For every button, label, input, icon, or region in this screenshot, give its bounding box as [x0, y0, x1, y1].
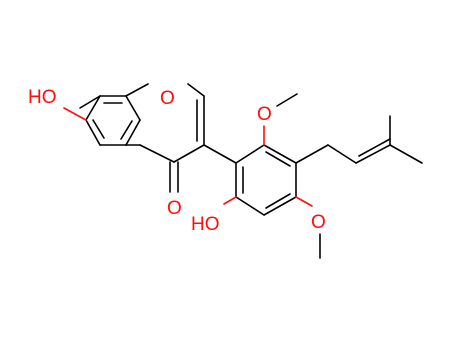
hydroxyl-left-label: HO: [28, 87, 57, 108]
bond-to-hydroxyl: [63, 107, 87, 121]
bond: [85, 95, 101, 121]
pyranone-ring: [125, 83, 205, 163]
bond: [173, 144, 205, 163]
double-bond: [265, 193, 291, 209]
benzo-ring: [79, 95, 141, 146]
bond: [235, 144, 265, 164]
bond-to-hydroxyl: [223, 196, 237, 205]
methoxy-upper-oxygen-label: O: [257, 104, 272, 125]
bond: [187, 83, 205, 97]
ring-oxygen-label: O: [160, 88, 175, 109]
bond: [125, 95, 141, 121]
bond: [139, 144, 175, 163]
bond: [263, 196, 297, 216]
methoxy-bond: [295, 196, 313, 207]
hydroxyl-lower-label: HO: [191, 214, 220, 235]
double-bond: [120, 120, 133, 140]
prenyl-bond: [295, 144, 329, 164]
prenyl-bond: [327, 144, 357, 164]
prenyl-methyl-bond: [389, 144, 423, 164]
double-bond: [92, 119, 105, 139]
prenyl-bond: [355, 144, 391, 164]
bond: [79, 95, 101, 109]
bond: [235, 196, 265, 216]
bond: [125, 83, 149, 97]
carbonyl-oxygen-label: O: [167, 198, 182, 219]
bond: [263, 144, 297, 164]
phenyl-ring: [235, 144, 297, 216]
prenyl-double-bond: [358, 138, 391, 157]
methoxy-lower-oxygen-label: O: [311, 212, 326, 233]
double-bond: [265, 151, 291, 167]
bond: [85, 119, 101, 146]
bond: [125, 119, 141, 146]
biaryl-bond: [203, 144, 237, 164]
methyl-bond: [276, 93, 298, 107]
